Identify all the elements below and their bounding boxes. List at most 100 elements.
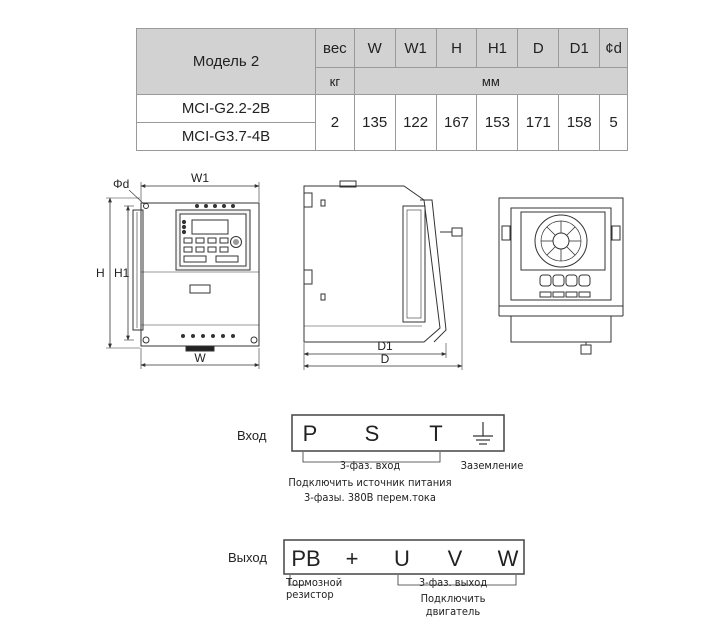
key-button <box>183 237 193 244</box>
motor-line2: двигатель <box>426 605 481 618</box>
input-note-line2: 3-фазы. 380В перем.тока <box>304 491 436 504</box>
fan-hub <box>552 232 570 250</box>
led-icon <box>181 219 187 225</box>
mounting-hole-icon <box>143 203 149 209</box>
key-button <box>215 255 239 263</box>
front-left-rail <box>132 209 144 331</box>
dim-header-h1: H1 <box>476 28 519 68</box>
terminal-u: U <box>394 546 410 571</box>
side-window <box>402 205 426 323</box>
value-w1: 122 <box>394 94 437 151</box>
value-w: 135 <box>353 94 396 151</box>
w1-label: W1 <box>191 171 209 185</box>
terminal-s: S <box>365 421 380 446</box>
terminal-slot <box>565 291 578 298</box>
label-plate <box>189 284 211 294</box>
key-button <box>183 246 193 253</box>
top-screw-row <box>195 204 235 208</box>
key-button <box>195 237 205 244</box>
key-button <box>195 246 205 253</box>
terminal-p: P <box>303 421 318 446</box>
input-phase-label: 3-фаз. вход <box>340 459 401 472</box>
value-h: 167 <box>435 94 478 151</box>
terminal-slot <box>578 291 591 298</box>
mounting-hole-icon <box>142 336 150 344</box>
side-tab <box>303 269 313 285</box>
model-name-1: MCI-G2.2-2B <box>136 94 316 123</box>
terminal-cap <box>565 274 578 287</box>
led-icon <box>181 224 187 230</box>
key-button <box>219 246 229 253</box>
table-row: MCI-G2.2-2B 2 135 122 167 153 171 158 5 <box>136 94 628 151</box>
side-top-clip <box>339 180 357 188</box>
input-terminal-box <box>291 414 505 452</box>
output-label: Выход <box>228 550 267 565</box>
bottom-inner-frame <box>510 207 612 301</box>
w-label: W <box>194 351 206 365</box>
ground-label: Заземление <box>461 459 524 472</box>
model-name-2: MCI-G3.7-4B <box>136 122 316 151</box>
value-h1: 153 <box>476 94 519 151</box>
bottom-view <box>498 197 624 355</box>
terminal-plus: + <box>346 546 359 571</box>
h1-label: H1 <box>114 266 130 280</box>
brake-line1: Тормозной <box>285 576 342 589</box>
led-icon <box>181 229 187 235</box>
key-button <box>207 246 217 253</box>
dim-header-d: D <box>517 28 560 68</box>
bottom-knob <box>580 344 592 355</box>
front-view <box>106 182 260 369</box>
table-row: MCI-G3.7-4B <box>136 122 628 151</box>
d-label: D <box>381 352 390 366</box>
spec-table: Модель 2 вес W W1 H H1 D D1 ¢d кг мм MCI… <box>136 28 629 151</box>
mounting-hole-icon <box>250 336 258 344</box>
terminal-w: W <box>498 546 519 571</box>
terminal-pb: PB <box>291 546 320 571</box>
side-tab <box>320 199 326 207</box>
output-phase-label: 3-фаз. выход <box>419 576 487 589</box>
brake-line2: резистор <box>286 588 334 601</box>
terminal-t: T <box>429 421 442 446</box>
value-d1: 158 <box>558 94 601 151</box>
phi-d-label: Φd <box>113 177 129 191</box>
d1-label: D1 <box>377 339 393 353</box>
side-cover <box>420 199 447 343</box>
output-terminal-box <box>283 539 525 575</box>
bottom-connector <box>185 345 215 352</box>
output-bracket <box>397 575 517 586</box>
motor-line1: Подключить <box>421 592 486 605</box>
value-cd: 5 <box>599 94 628 151</box>
dim-unit: мм <box>353 67 629 95</box>
side-window-inner <box>406 209 422 319</box>
weight-value: 2 <box>315 94 355 151</box>
bottom-screw-row <box>181 334 235 338</box>
dim-header-d1: D1 <box>558 28 601 68</box>
spec-unit-row: кг мм <box>137 67 629 95</box>
terminal-slot <box>539 291 552 298</box>
dim-header-h: H <box>435 28 478 68</box>
side-tab <box>320 293 326 301</box>
fan-blades <box>541 221 581 261</box>
bottom-clip <box>501 225 511 241</box>
terminal-cap <box>578 274 591 287</box>
display-window <box>191 219 229 235</box>
terminal-slot <box>552 291 565 298</box>
terminal-cap <box>539 274 552 287</box>
key-button <box>183 255 207 263</box>
dim-header-cd: ¢d <box>599 28 628 68</box>
side-housing <box>303 185 441 343</box>
terminal-v: V <box>448 546 463 571</box>
key-button <box>219 237 229 244</box>
input-bracket <box>302 452 441 463</box>
leader-line <box>128 189 145 205</box>
output-terminal-block <box>283 539 525 586</box>
input-note-line1: Подключить источник питания <box>288 476 451 489</box>
bottom-clip <box>611 225 621 241</box>
input-terminal-block <box>291 414 505 463</box>
h-label: H <box>96 266 105 280</box>
fan-icon <box>534 214 588 268</box>
spec-header-row: Модель 2 вес W W1 H H1 D D1 ¢d <box>136 28 628 95</box>
value-d: 171 <box>517 94 560 151</box>
